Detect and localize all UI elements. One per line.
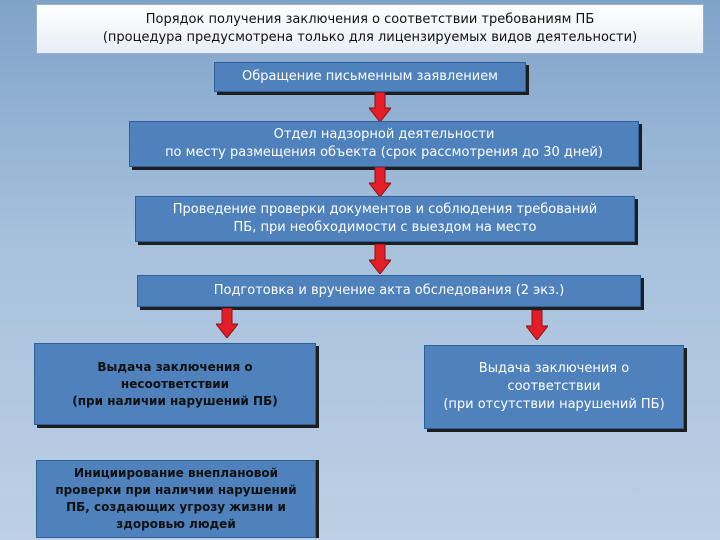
arrow-down-icon [369,167,391,197]
arrow-down-icon [526,310,548,340]
arrow-down-icon [369,244,391,274]
conformity-line-2: соответствии [507,379,601,394]
step-unscheduled-inspection: Инициирование внеплановой проверки при н… [36,460,316,538]
conformity-line-1: Выдача заключения о [478,361,630,376]
unscheduled-line-4: здоровью людей [116,517,236,531]
arrow-down-icon [216,308,238,338]
title-line-2: (процедура предусмотрена только для лице… [102,30,638,45]
title-line-1: Порядок получения заключения о соответст… [145,12,595,27]
unscheduled-line-1: Инициирование внеплановой [74,466,278,480]
step-written-application: Обращение письменным заявлением [214,62,526,92]
outcome-conformity: Выдача заключения о соответствии (при от… [424,345,684,429]
step-supervision-line-2: по месту размещения объекта (срок рассмо… [165,145,603,160]
conformity-line-3: (при отсутствии нарушений ПБ) [443,397,665,412]
step-inspection-line-1: Проведение проверки документов и соблюде… [172,202,598,217]
nonconformity-line-2: несоответствии [120,376,230,391]
arrow-down-icon [369,92,391,122]
unscheduled-line-2: проверки при наличии нарушений [55,483,297,497]
step-supervision-line-1: Отдел надзорной деятельности [273,127,495,142]
nonconformity-line-1: Выдача заключения о [97,359,253,374]
unscheduled-line-3: ПБ, создающих угрозу жизни и [66,500,286,514]
step-document-inspection: Проведение проверки документов и соблюде… [135,196,635,242]
outcome-nonconformity: Выдача заключения о несоответствии (при … [34,343,316,425]
nonconformity-line-3: (при наличии нарушений ПБ) [72,393,278,408]
step-written-application-text: Обращение письменным заявлением [242,69,498,84]
diagram-title: Порядок получения заключения о соответст… [36,4,704,54]
step-inspection-line-2: ПБ, при необходимости с выездом на место [233,220,537,235]
step-supervision-department: Отдел надзорной деятельности по месту ра… [129,121,639,167]
step-inspection-act-text: Подготовка и вручение акта обследования … [213,283,565,298]
step-inspection-act: Подготовка и вручение акта обследования … [137,275,641,307]
